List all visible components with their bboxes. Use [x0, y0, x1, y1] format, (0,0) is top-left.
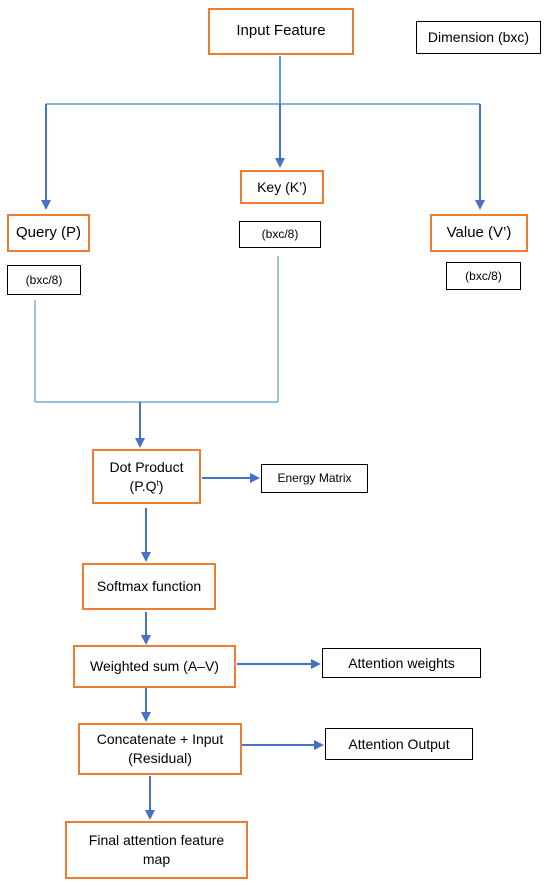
residual-label: (Residual) [128, 750, 192, 766]
key-dimension-label: (bxc/8) [261, 227, 299, 242]
value-dimension-box: (bxc/8) [446, 262, 521, 290]
concatenate-label: Concatenate + Input [96, 731, 224, 748]
dot-product-box: Dot Product (P.Qt) [92, 449, 201, 504]
weighted-sum-box: Weighted sum (A–V) [73, 645, 236, 688]
key-dimension-box: (bxc/8) [239, 221, 321, 248]
attention-weights-label: Attention weights [348, 654, 455, 671]
key-box: Key (K’) [240, 170, 324, 204]
value-label: Value (V’) [446, 223, 512, 241]
key-label: Key (K’) [257, 178, 307, 195]
dot-product-label: Dot Product [109, 458, 184, 475]
dot-product-formula: (P.Qt) [129, 477, 164, 494]
query-box: Query (P) [7, 214, 90, 252]
concatenate-box: Concatenate + Input (Residual) [78, 723, 242, 775]
dimension-note-label: Dimension (bxc) [427, 29, 530, 46]
value-box: Value (V’) [430, 214, 528, 252]
dimension-note-box: Dimension (bxc) [416, 21, 541, 54]
final-attention-map-box: Final attention feature map [65, 821, 248, 879]
attention-output-label: Attention Output [348, 735, 450, 752]
final-attention-map-label-line2: map [142, 851, 171, 867]
transpose-superscript: t [156, 477, 159, 487]
input-feature-label: Input Feature [236, 22, 326, 40]
query-dimension-label: (bxc/8) [25, 272, 63, 287]
final-attention-map-label: Final attention feature [88, 832, 225, 849]
attention-weights-box: Attention weights [322, 648, 481, 678]
weighted-sum-label: Weighted sum (A–V) [90, 658, 219, 675]
energy-matrix-box: Energy Matrix [261, 464, 368, 493]
query-label: Query (P) [15, 223, 81, 241]
input-feature-box: Input Feature [208, 8, 354, 55]
energy-matrix-label: Energy Matrix [277, 471, 352, 486]
attention-output-box: Attention Output [325, 728, 473, 760]
query-dimension-box: (bxc/8) [7, 265, 81, 295]
value-dimension-label: (bxc/8) [465, 268, 502, 283]
softmax-label: Softmax function [96, 578, 202, 595]
softmax-box: Softmax function [82, 563, 216, 610]
